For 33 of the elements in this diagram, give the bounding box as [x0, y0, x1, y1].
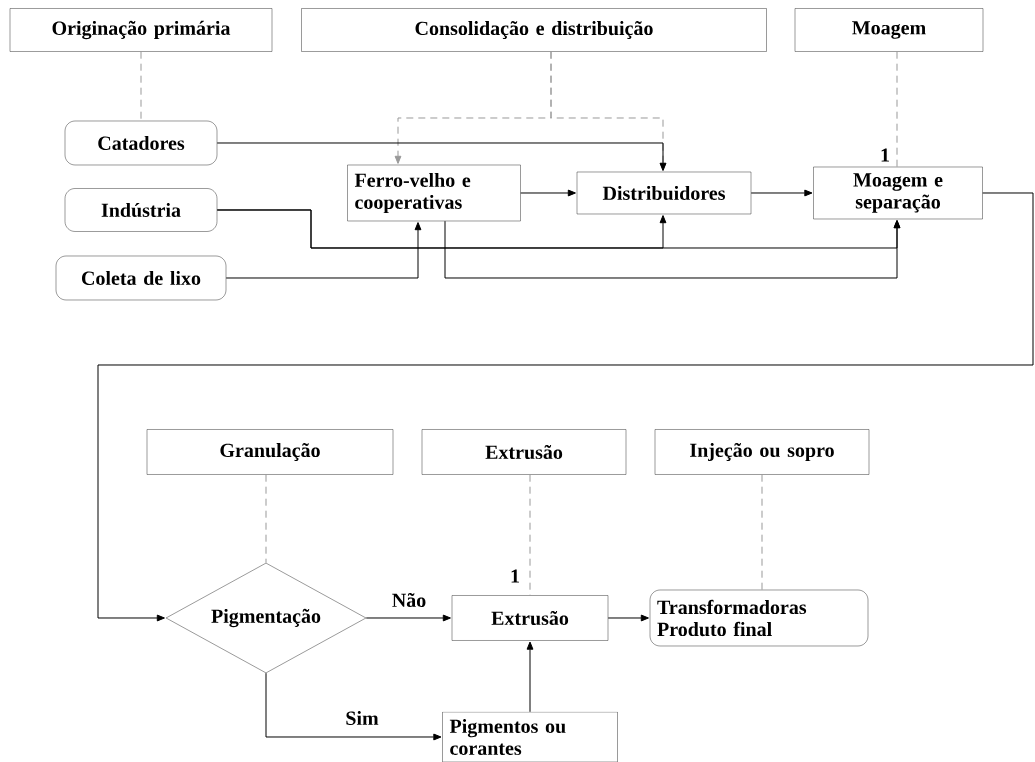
- arrow: [750, 189, 813, 197]
- stage-box: Consolidação e distribuição: [301, 8, 767, 52]
- edge-label: Sim: [344, 709, 380, 727]
- arrow: [216, 142, 667, 171]
- process-box: Moagem e separação: [813, 166, 983, 220]
- stage-box: Granulação: [146, 429, 394, 475]
- connector-line: [761, 474, 763, 591]
- arrow: [444, 220, 901, 279]
- stage-box: Originação primária: [9, 8, 273, 52]
- source-box: Coleta de lixo: [55, 255, 227, 301]
- stage-box: Extrusão: [421, 429, 627, 475]
- stage-box: Injeção ou sopro: [654, 429, 870, 475]
- process-box: Pigmentos ou corantes: [442, 711, 618, 762]
- process-box: Transformadoras Produto final: [649, 589, 869, 647]
- arrow: [526, 641, 534, 713]
- edge-label: Não: [390, 591, 428, 609]
- connector-line: [896, 51, 898, 168]
- process-box: Extrusão: [451, 595, 609, 641]
- process-box: Distribuidores: [576, 171, 752, 215]
- step-number: 1: [511, 569, 519, 583]
- step-number: 1: [881, 148, 889, 162]
- connector-line: [265, 474, 267, 564]
- connector-line: [529, 474, 531, 596]
- arrow: [607, 614, 649, 622]
- arrow: [265, 672, 442, 741]
- stage-box: Moagem: [794, 8, 984, 52]
- arrow: [365, 614, 451, 622]
- source-box: Indústria: [64, 188, 218, 232]
- source-box: Catadores: [64, 120, 218, 166]
- arrow: [520, 189, 576, 197]
- process-box: Ferro-velho e cooperativas: [347, 164, 521, 222]
- arrow: [97, 192, 1034, 622]
- arrow: [225, 222, 422, 279]
